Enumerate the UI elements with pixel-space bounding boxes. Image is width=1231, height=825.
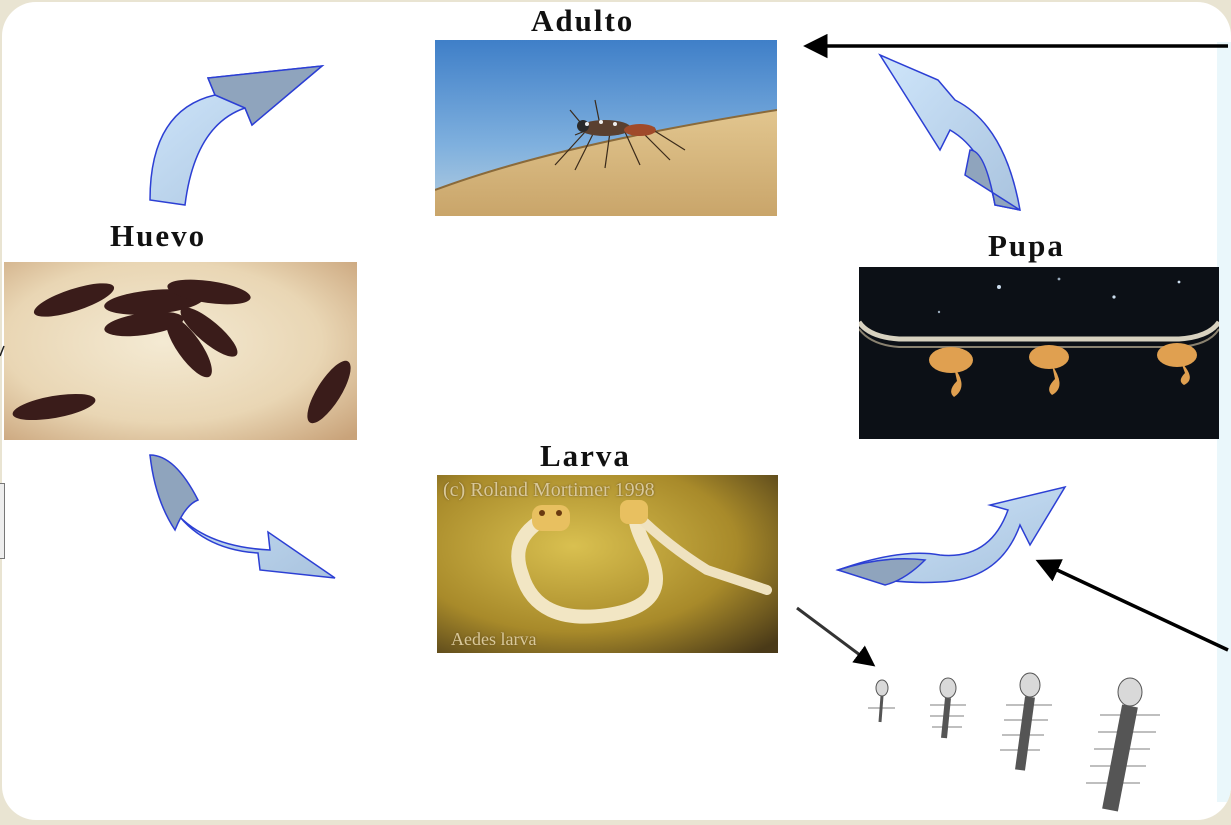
- pointer-arrow-to-instars: [797, 608, 872, 664]
- instar-2-sketch: [930, 678, 966, 738]
- instar-3-sketch: [1000, 673, 1052, 770]
- instar-4-sketch: [1086, 678, 1160, 810]
- larval-instar-sketches: [868, 673, 1160, 810]
- pointer-arrow-to-cycle: [1040, 562, 1228, 650]
- edge-mark: [0, 346, 4, 356]
- cycle-arrow-huevo-to-larva: [150, 455, 335, 578]
- cycle-arrow-larva-to-pupa: [838, 487, 1065, 585]
- cycle-arrow-adulto-to-pupa: [880, 55, 1020, 210]
- instar-1-sketch: [868, 680, 895, 722]
- cycle-arrow-huevo-to-adulto: [150, 66, 322, 205]
